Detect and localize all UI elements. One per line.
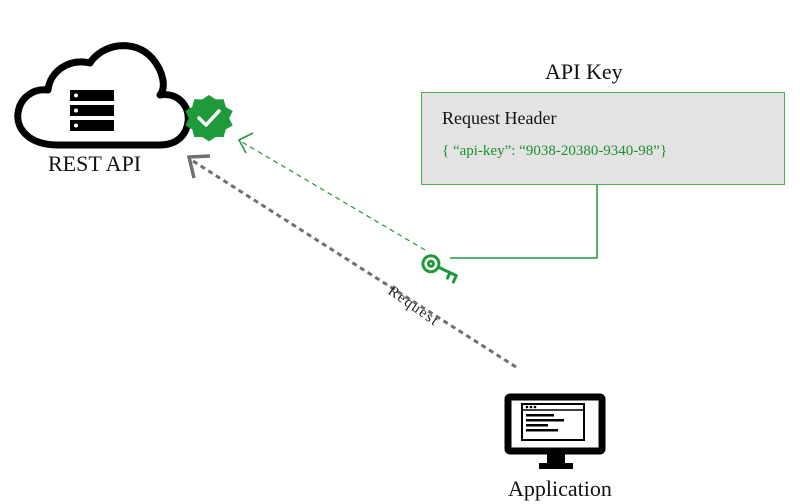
cloud-server-icon (14, 42, 192, 149)
api-key-arrow (237, 132, 426, 251)
verified-badge-icon (185, 95, 233, 142)
api-key-value: { “api-key”: “9038-20380-9340-98”} (442, 143, 668, 159)
monitor-icon (504, 393, 606, 469)
api-key-title: API Key (545, 59, 623, 84)
header-connector-line (450, 185, 598, 259)
request-arrow (186, 154, 517, 369)
key-icon (421, 254, 458, 284)
application-label: Application (508, 476, 612, 501)
request-header-box: Request Header { “api-key”: “9038-20380-… (421, 92, 785, 185)
request-header-title: Request Header (442, 108, 557, 128)
rest-api-label: REST API (48, 151, 142, 176)
